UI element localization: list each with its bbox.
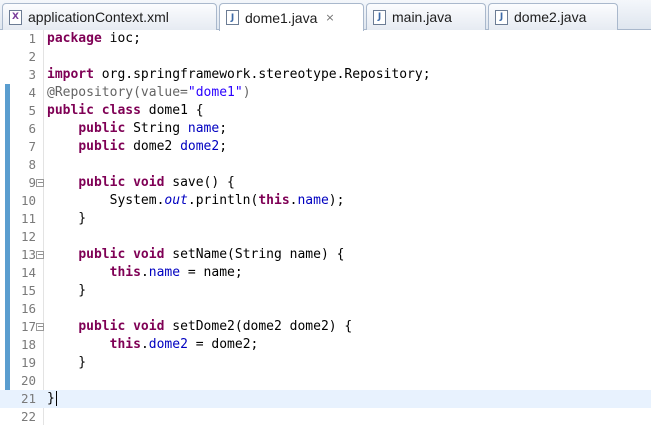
code-line: 11 } [0,210,651,228]
line-number: 7 [28,139,36,154]
code-line: 16 [0,300,651,318]
code-text[interactable]: @Repository(value="dome1") [47,85,251,100]
change-ruler [0,30,14,425]
close-tab-icon[interactable]: × [325,11,335,24]
line-number: 21 [20,391,36,406]
java-file-icon: J [495,9,508,25]
line-number: 2 [28,49,36,64]
code-text[interactable]: public class dome1 { [47,103,204,118]
code-text[interactable]: public void setName(String name) { [78,247,345,262]
line-number: 4 [28,85,36,100]
code-text[interactable]: this.name = name; [109,265,243,280]
line-number: 18 [20,337,36,352]
line-number: 9 [28,175,36,190]
xml-file-icon: X [9,9,22,25]
code-line: 22 [0,408,651,425]
code-text[interactable]: package ioc; [47,31,141,46]
code-line: 14 this.name = name; [0,264,651,282]
line-number: 3 [28,67,36,82]
code-line: 3 import org.springframework.stereotype.R… [0,66,651,84]
changed-lines-marker [5,84,10,408]
java-file-icon: J [226,10,239,25]
line-number: 15 [20,283,36,298]
code-text[interactable]: import org.springframework.stereotype.Re… [47,67,431,82]
code-text[interactable]: public dome2 dome2; [78,139,228,154]
code-text[interactable]: } [47,355,87,370]
line-number: 12 [20,229,36,244]
code-line: 1 package ioc; [0,30,651,48]
code-line: 19 } [0,354,651,372]
code-line: 18 this.dome2 = dome2; [0,336,651,354]
line-number-gutter [14,30,44,425]
code-line: 9− public void save() { [0,174,651,192]
code-text[interactable]: this.dome2 = dome2; [109,337,259,352]
line-number: 6 [28,121,36,136]
line-number: 17 [20,319,36,334]
code-text[interactable]: public void save() { [78,175,235,190]
code-line: 20 [0,372,651,390]
tab-label: main.java [392,9,452,25]
code-text[interactable]: } [47,391,57,406]
code-text[interactable]: public String name; [78,121,228,136]
code-line: 6 public String name; [0,120,651,138]
code-text[interactable]: } [47,283,87,298]
code-line: 15 } [0,282,651,300]
fold-toggle-icon[interactable]: − [36,322,44,331]
line-number: 19 [20,355,36,370]
code-line: 12 [0,228,651,246]
fold-toggle-icon[interactable]: − [36,250,44,259]
line-number: 1 [28,31,36,46]
line-number: 10 [20,193,36,208]
text-caret [55,391,57,406]
tab-label: dome2.java [514,9,587,25]
current-code-line: 21} [0,390,651,408]
line-number: 8 [28,157,36,172]
code-line: 17− public void setDome2(dome2 dome2) { [0,318,651,336]
tab-label: applicationContext.xml [28,9,169,25]
line-number: 14 [20,265,36,280]
code-line: 4 @Repository(value="dome1") [0,84,651,102]
code-editor[interactable]: 1 package ioc; 2 3 import org.springframewor… [0,30,651,425]
code-text[interactable]: System.out.println(this.name); [47,193,345,208]
code-line: 7 public dome2 dome2; [0,138,651,156]
code-text[interactable]: public void setDome2(dome2 dome2) { [78,319,353,334]
line-number: 20 [20,373,36,388]
line-number: 16 [20,301,36,316]
line-number: 13 [20,247,36,262]
line-number: 5 [28,103,36,118]
code-text[interactable]: } [47,211,87,226]
fold-toggle-icon[interactable]: − [36,178,44,187]
java-file-icon: J [373,9,386,25]
tab-label: dome1.java [245,9,318,26]
line-number: 22 [20,409,36,424]
code-line: 13− public void setName(String name) { [0,246,651,264]
code-line: 5 public class dome1 { [0,102,651,120]
code-line: 10 System.out.println(this.name); [0,192,651,210]
code-line: 8 [0,156,651,174]
line-number: 11 [20,211,36,226]
code-line: 2 [0,48,651,66]
